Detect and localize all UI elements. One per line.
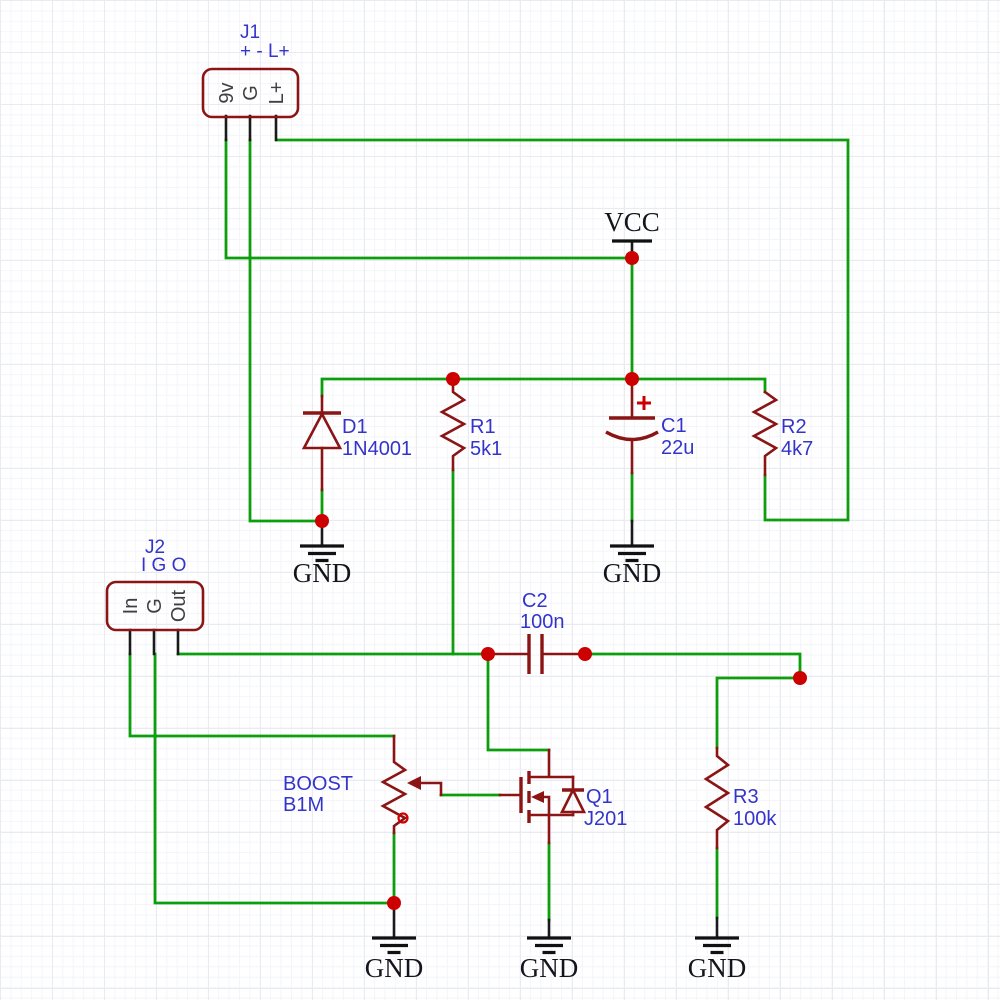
gnd-r3-bars (695, 936, 739, 955)
q1-drain-path (527, 748, 575, 779)
j1-pin-label-g: G (240, 85, 262, 101)
r3-ref-label[interactable]: R3 (733, 786, 759, 808)
junction-c1-top (625, 372, 639, 386)
gnd-q1-label[interactable]: GND (520, 953, 579, 983)
r2-value-label[interactable]: 4k7 (781, 438, 813, 460)
gnd-d1-bars (300, 544, 344, 563)
q1-source-arrow (531, 791, 544, 803)
j2-pin-label-in: In (120, 598, 142, 615)
r1-ref-label[interactable]: R1 (470, 416, 496, 438)
c2-plates (527, 634, 544, 674)
j1-pin-stubs (224, 114, 278, 142)
pot-wiper-lead (417, 781, 443, 797)
j1-pin-label-9v: 9v (216, 82, 238, 103)
gnd-r3-label[interactable]: GND (688, 953, 747, 983)
gnd-symbol-r3[interactable]: GND (688, 916, 747, 983)
pot-value-label[interactable]: B1M (283, 794, 324, 816)
pot-ref-label[interactable]: BOOST (283, 773, 353, 795)
junction-c2-left (481, 647, 495, 661)
d1-ref-label[interactable]: D1 (342, 416, 368, 438)
j2-pin-label-g: G (144, 598, 166, 614)
gnd-symbol-c1[interactable]: GND (603, 519, 662, 588)
c2-value-label[interactable]: 100n (520, 611, 565, 633)
gnd-symbol-d1[interactable]: GND (293, 519, 352, 588)
r2-ref-label[interactable]: R2 (781, 416, 807, 438)
r3-value-label[interactable]: 100k (733, 808, 777, 830)
resistor-r3[interactable]: R3 100k (703, 746, 777, 850)
junction-d1-gnd (315, 514, 329, 528)
j2-body (105, 580, 205, 632)
gnd-q1-bars (527, 936, 571, 955)
c1-ref-label[interactable]: C1 (661, 415, 687, 437)
r1-value-label[interactable]: 5k1 (470, 438, 502, 460)
pot-body (380, 734, 408, 835)
wire-9v-to-vcc[interactable] (224, 138, 634, 260)
pot-wiper-arrow (407, 776, 421, 790)
j2-ref-label[interactable]: J2 (145, 537, 165, 558)
diode-d1[interactable]: D1 1N4001 (301, 394, 412, 492)
resistor-r2[interactable]: R2 4k7 (751, 390, 813, 477)
junction-c2-right (578, 647, 592, 661)
wire-j2in-to-pot[interactable] (128, 652, 396, 738)
gnd-pot-label[interactable]: GND (365, 953, 424, 983)
gnd-d1-label[interactable]: GND (293, 558, 352, 588)
junction-dots (315, 251, 807, 910)
wire-c2-to-q1-drain[interactable] (486, 652, 551, 752)
wire-j1g-to-gnd[interactable] (248, 138, 324, 523)
j2-pin-stubs (128, 628, 180, 656)
q1-body-diode-triangle (559, 787, 587, 814)
r2-body (751, 390, 779, 477)
wire-vcc-rail-horizontal[interactable] (320, 377, 767, 398)
potentiometer-boost[interactable]: BOOST B1M (283, 734, 443, 835)
c1-value-label[interactable]: 22u (661, 437, 694, 459)
pot-pin1-ring (397, 812, 409, 824)
d1-value-label[interactable]: 1N4001 (342, 438, 412, 460)
d1-triangle (301, 411, 343, 450)
q1-value-label[interactable]: J201 (584, 808, 627, 830)
j1-ref-label[interactable]: J1 (240, 22, 260, 43)
j1-pinsummary-label[interactable]: + - L+ (240, 41, 290, 62)
q1-ref-label[interactable]: Q1 (586, 786, 613, 808)
q1-source-path (527, 795, 575, 845)
j1-pin-label-lplus: L+ (266, 82, 288, 105)
wire-j2g-to-gnd[interactable] (153, 652, 396, 905)
j2-pinsummary-label[interactable]: I G O (141, 555, 186, 576)
connector-j1[interactable]: 9v G L+ J1 + - L+ (201, 22, 300, 142)
c2-ref-label[interactable]: C2 (522, 590, 548, 612)
gnd-symbol-q1[interactable]: GND (520, 918, 579, 983)
resistor-r1[interactable]: R1 5k1 (439, 377, 502, 472)
r1-body (439, 377, 467, 472)
capacitor-c2[interactable]: C2 100n (486, 590, 587, 674)
gnd-pot-bars (372, 936, 416, 955)
gnd-c1-label[interactable]: GND (603, 558, 662, 588)
junction-vcc (625, 251, 639, 265)
transistor-q1[interactable]: Q1 J201 (498, 748, 627, 845)
connector-j2[interactable]: In G Out J2 I G O (105, 537, 205, 656)
wire-lplus-net[interactable] (275, 138, 850, 522)
wire-c2-to-r3[interactable] (583, 652, 802, 750)
capacitor-c1[interactable]: C1 22u (605, 377, 694, 475)
vcc-power-symbol[interactable]: VCC (604, 207, 660, 258)
c1-plus-sign (637, 396, 651, 410)
gnd-c1-bars (610, 544, 654, 563)
vcc-label[interactable]: VCC (604, 207, 660, 237)
r3-body (703, 746, 731, 850)
junction-pot-gnd (387, 896, 401, 910)
junction-r1-top (446, 372, 460, 386)
junction-r3-net (793, 671, 807, 685)
wires (128, 138, 850, 922)
c1-curved-plate (605, 430, 659, 442)
j1-body (201, 67, 300, 119)
gnd-symbol-pot[interactable]: GND (365, 901, 424, 983)
j2-pin-label-out: Out (168, 589, 190, 622)
